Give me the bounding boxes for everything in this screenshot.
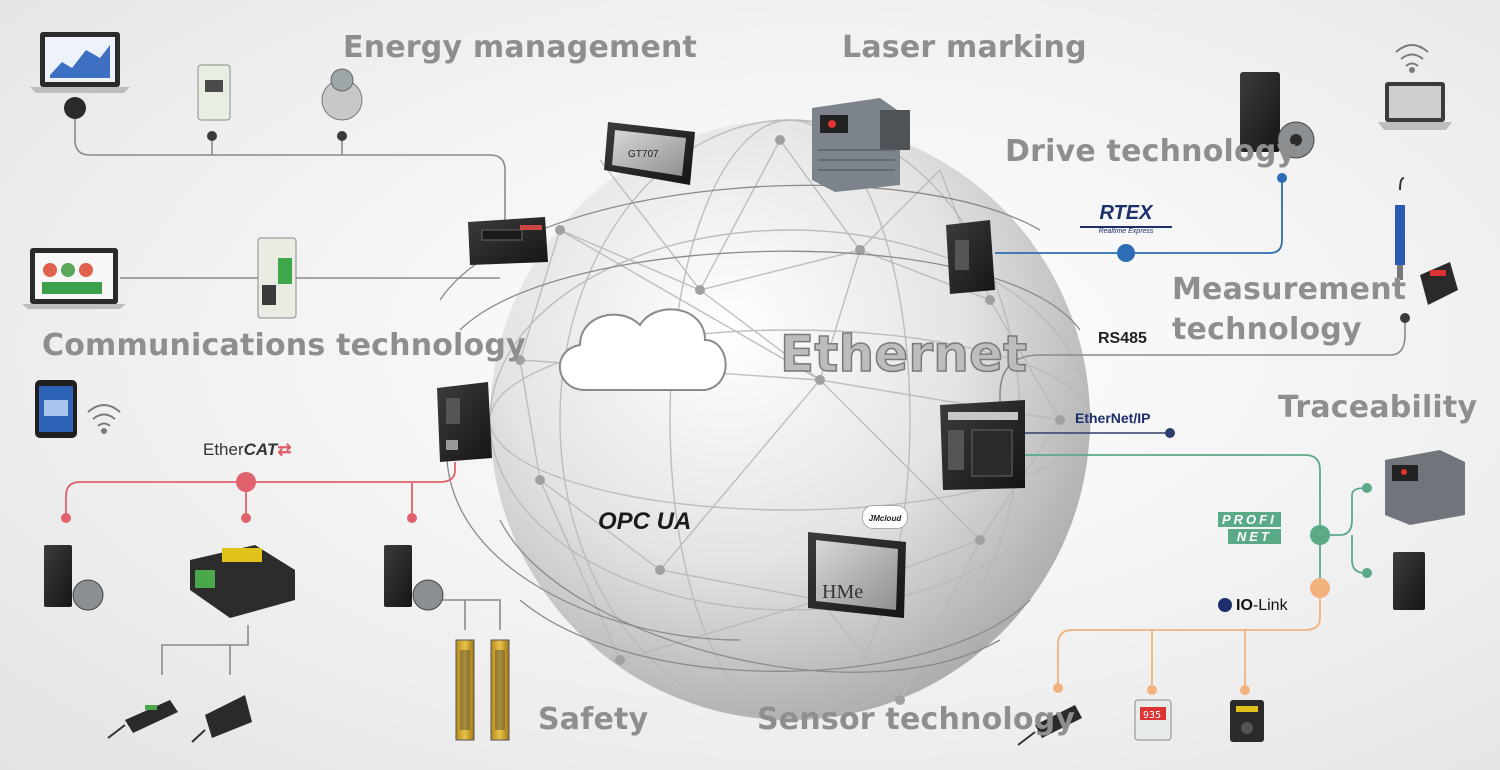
remote-io-icon [190, 545, 295, 618]
tablet-icon [35, 380, 77, 438]
label-sensor-technology: Sensor technology [757, 702, 1076, 737]
label-laser-marking: Laser marking [842, 30, 1087, 65]
measurement-probe-icon [1395, 177, 1405, 280]
iolink-prefix: IO [1236, 597, 1253, 614]
ethernetip-label: EtherNet/IP [1075, 410, 1151, 426]
ethercat-arrow-icon: ⇄ [277, 440, 292, 459]
laptop-icon [30, 32, 130, 93]
hmi-top-label: GT707 [628, 149, 659, 160]
power-sensor-icon [197, 64, 231, 121]
label-traceability: Traceability [1278, 390, 1478, 425]
label-safety: Safety [538, 702, 649, 737]
servo-motor-icon [1240, 72, 1315, 159]
plc-icon [437, 382, 492, 462]
servo-motor-left-icon [44, 545, 104, 611]
iolink-icon [1218, 598, 1232, 612]
fiber-sensor-icon [107, 695, 252, 743]
ethercat-prefix: Ether [203, 440, 244, 459]
label-ethernet-center: Ethernet [779, 324, 1028, 384]
wifi-icon [87, 404, 121, 434]
jmcloud-logo: JMcloud [862, 505, 908, 529]
energy-meter-icon [468, 217, 548, 265]
code-reader-icon [1385, 450, 1465, 525]
laptop-dashboard-icon [22, 248, 126, 309]
label-energy-management: Energy management [343, 30, 698, 65]
label-measurement-line1: Measure­ment [1172, 272, 1407, 307]
plc-controller-icon [940, 400, 1025, 490]
jmcloud-label: JMcloud [868, 514, 902, 523]
flow-sensor-icon [321, 68, 363, 121]
iolink-suffix: -Link [1252, 597, 1288, 614]
rtex-title: RTEX [1099, 202, 1153, 224]
label-measurement-line2: technology [1172, 312, 1362, 347]
cloud-icon [558, 308, 727, 391]
globe [439, 119, 1091, 721]
io-module-icon [257, 237, 297, 319]
ethercat-suffix: CAT [243, 440, 278, 459]
hmi-panel-top [604, 122, 695, 185]
pressure-sensor-display: 935 [1143, 710, 1161, 721]
profinet-line2: NET [1228, 529, 1281, 544]
wifi-icon-top-right [1395, 44, 1429, 73]
laser-marker-icon [812, 98, 910, 192]
connection-dot [64, 97, 86, 119]
fiber-sensor-right-icon [1017, 705, 1082, 746]
label-communications-technology: Communications technology [42, 328, 526, 363]
safety-light-curtain-icon [455, 639, 510, 741]
hmi-bottom-label: HMe [822, 581, 863, 603]
rs485-label: RS485 [1098, 330, 1147, 347]
pressure-sensor-icon [1134, 699, 1172, 741]
opcua-logo: OPC UA [598, 508, 692, 535]
laser-sensor-icon [1230, 700, 1264, 742]
ethercat-logo: EtherCAT⇄ [203, 440, 292, 460]
rtex-subtitle: Realtime Express [1080, 226, 1172, 235]
servo-drive-icon [946, 220, 995, 294]
profinet-line1: PROFI [1218, 512, 1281, 527]
profinet-logo: PROFI NET [1218, 512, 1281, 544]
servo-motor-mid-icon [384, 545, 444, 611]
hmi-panel-bottom [808, 532, 906, 618]
iolink-logo: IO-Link [1218, 597, 1288, 615]
laptop-icon-right [1378, 82, 1452, 130]
sensor-amplifier-icon [1420, 262, 1458, 305]
servo-drive-small-icon [1393, 552, 1425, 610]
label-drive-technology: Drive technology [1005, 134, 1297, 169]
rtex-logo: RTEX Realtime Express [1080, 202, 1172, 235]
